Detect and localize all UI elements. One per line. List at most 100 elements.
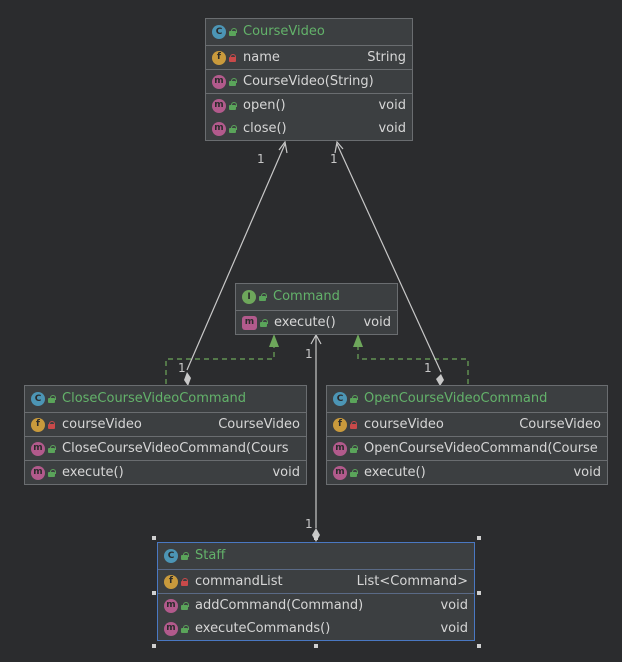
public-lock-icon bbox=[181, 601, 189, 610]
public-lock-icon bbox=[48, 395, 56, 403]
class-box-open-course-video-command[interactable]: C OpenCourseVideoCommand f courseVideo C… bbox=[326, 385, 608, 485]
public-lock-icon bbox=[350, 395, 358, 403]
private-lock-icon bbox=[350, 420, 358, 429]
public-lock-icon bbox=[181, 552, 189, 560]
resize-handle-bottom-center[interactable] bbox=[314, 644, 318, 648]
class-header[interactable]: C CourseVideo bbox=[206, 19, 412, 45]
private-lock-icon bbox=[229, 53, 237, 62]
abstract-method-icon: m bbox=[242, 315, 257, 330]
method-row[interactable]: m execute() void bbox=[327, 461, 607, 484]
resize-handle-top-left[interactable] bbox=[152, 536, 156, 540]
public-lock-icon bbox=[48, 468, 56, 477]
realization-arrowhead bbox=[269, 334, 279, 347]
resize-handle-top-center[interactable] bbox=[314, 536, 318, 540]
constructor-name: OpenCourseVideoCommand(Course bbox=[364, 441, 598, 456]
interface-box-command[interactable]: I Command m execute() void bbox=[235, 283, 398, 335]
field-type: String bbox=[367, 50, 406, 65]
resize-handle-bottom-right[interactable] bbox=[477, 644, 481, 648]
field-row[interactable]: f courseVideo CourseVideo bbox=[25, 413, 306, 436]
aggregation-edge-open-course: 1 1 bbox=[330, 140, 444, 386]
class-header[interactable]: C CloseCourseVideoCommand bbox=[25, 386, 306, 412]
public-lock-icon bbox=[229, 124, 237, 133]
class-header[interactable]: C OpenCourseVideoCommand bbox=[327, 386, 607, 412]
method-name: executeCommands() bbox=[195, 621, 331, 636]
method-return-type: void bbox=[573, 465, 601, 480]
public-lock-icon bbox=[229, 101, 237, 110]
constructor-name: CourseVideo(String) bbox=[243, 74, 374, 89]
field-row[interactable]: f courseVideo CourseVideo bbox=[327, 413, 607, 436]
method-return-type: void bbox=[440, 598, 468, 613]
method-row[interactable]: m executeCommands() void bbox=[158, 617, 474, 640]
method-name: execute() bbox=[364, 465, 426, 480]
method-row[interactable]: m execute() void bbox=[236, 311, 397, 334]
field-icon: f bbox=[212, 50, 226, 65]
constructor-row[interactable]: m CourseVideo(String) bbox=[206, 70, 412, 93]
method-row[interactable]: m open() void bbox=[206, 94, 412, 117]
constructor-row[interactable]: m OpenCourseVideoCommand(Course bbox=[327, 437, 607, 460]
class-header[interactable]: I Command bbox=[236, 284, 397, 310]
public-lock-icon bbox=[259, 293, 267, 301]
method-name: open() bbox=[243, 98, 286, 113]
public-lock-icon bbox=[181, 624, 189, 633]
private-lock-icon bbox=[181, 577, 189, 586]
constructor-name: CloseCourseVideoCommand(Cours bbox=[62, 441, 289, 456]
field-type: List<Command> bbox=[356, 574, 468, 589]
public-lock-icon bbox=[229, 77, 237, 86]
method-icon: m bbox=[333, 441, 347, 456]
field-row[interactable]: f name String bbox=[206, 46, 412, 69]
realization-edge-open-command bbox=[353, 334, 469, 384]
resize-handle-bottom-left[interactable] bbox=[152, 644, 156, 648]
class-box-staff[interactable]: C Staff f commandList List<Command> m ad… bbox=[157, 542, 475, 641]
method-row[interactable]: m addCommand(Command) void bbox=[158, 594, 474, 617]
class-icon: C bbox=[31, 392, 45, 406]
class-icon: C bbox=[164, 549, 178, 563]
method-return-type: void bbox=[378, 121, 406, 136]
class-name: OpenCourseVideoCommand bbox=[364, 391, 548, 406]
method-name: addCommand(Command) bbox=[195, 598, 364, 613]
method-icon: m bbox=[212, 121, 226, 136]
aggregation-diamond bbox=[436, 374, 444, 386]
class-name: CourseVideo bbox=[243, 24, 325, 39]
method-icon: m bbox=[212, 74, 226, 89]
method-icon: m bbox=[333, 465, 347, 480]
multiplicity-label: 1 bbox=[305, 347, 313, 361]
class-name: CloseCourseVideoCommand bbox=[62, 391, 247, 406]
resize-handle-top-right[interactable] bbox=[477, 536, 481, 540]
field-name: courseVideo bbox=[62, 417, 142, 432]
class-box-course-video[interactable]: C CourseVideo f name String m CourseVide… bbox=[205, 18, 413, 141]
public-lock-icon bbox=[48, 444, 56, 453]
multiplicity-label: 1 bbox=[305, 517, 313, 531]
method-row[interactable]: m execute() void bbox=[25, 461, 306, 484]
method-name: close() bbox=[243, 121, 287, 136]
aggregation-edge-close-course: 1 1 bbox=[178, 140, 288, 386]
method-name: execute() bbox=[274, 315, 336, 330]
class-box-close-course-video-command[interactable]: C CloseCourseVideoCommand f courseVideo … bbox=[24, 385, 307, 485]
method-icon: m bbox=[164, 621, 178, 636]
method-icon: m bbox=[31, 441, 45, 456]
public-lock-icon bbox=[260, 318, 268, 327]
constructor-row[interactable]: m CloseCourseVideoCommand(Cours bbox=[25, 437, 306, 460]
class-icon: C bbox=[333, 392, 347, 406]
field-name: courseVideo bbox=[364, 417, 444, 432]
field-type: CourseVideo bbox=[218, 417, 300, 432]
multiplicity-label: 1 bbox=[178, 361, 186, 375]
resize-handle-middle-left[interactable] bbox=[152, 591, 156, 595]
field-icon: f bbox=[164, 574, 178, 589]
resize-handle-middle-right[interactable] bbox=[477, 591, 481, 595]
field-name: name bbox=[243, 50, 280, 65]
field-row[interactable]: f commandList List<Command> bbox=[158, 570, 474, 593]
method-icon: m bbox=[164, 598, 178, 613]
field-name: commandList bbox=[195, 574, 283, 589]
class-icon: C bbox=[212, 25, 226, 39]
class-name: Command bbox=[273, 289, 340, 304]
aggregation-diamond bbox=[184, 372, 191, 386]
field-icon: f bbox=[31, 417, 45, 432]
public-lock-icon bbox=[350, 444, 358, 453]
realization-arrowhead bbox=[353, 334, 363, 347]
multiplicity-label: 1 bbox=[257, 152, 265, 166]
method-row[interactable]: m close() void bbox=[206, 117, 412, 140]
field-icon: f bbox=[333, 417, 347, 432]
class-header[interactable]: C Staff bbox=[158, 543, 474, 569]
private-lock-icon bbox=[48, 420, 56, 429]
method-return-type: void bbox=[440, 621, 468, 636]
